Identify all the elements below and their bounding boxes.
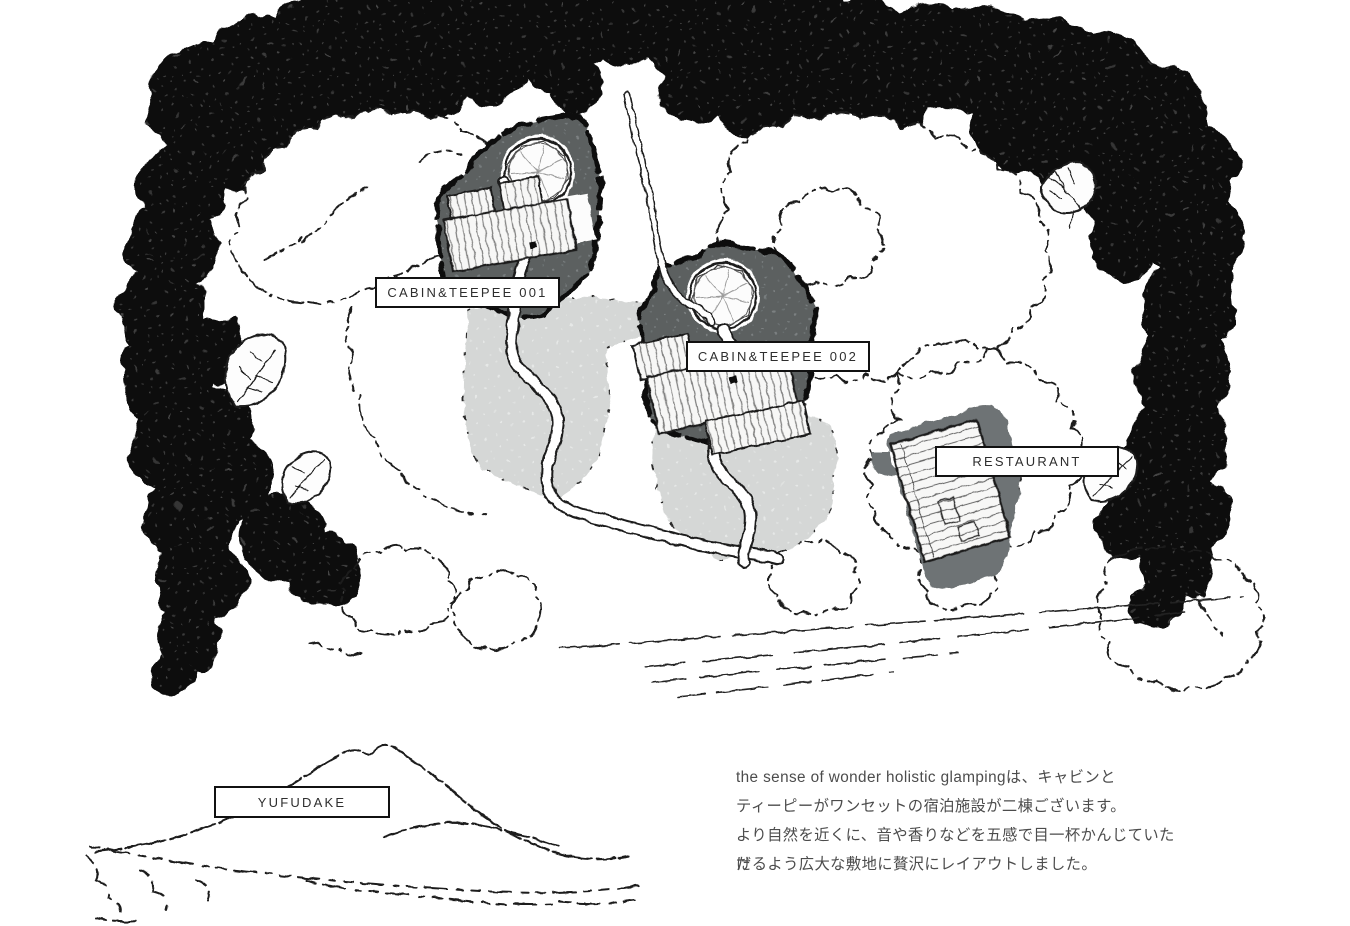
label-yufudake: YUFUDAKE [214, 786, 390, 818]
lawn-002 [651, 404, 839, 559]
leaf-icon [1040, 161, 1097, 229]
description-line: けるよう広大な敷地に贅沢にレイアウトしました。 [736, 856, 1098, 873]
leaf-icon [280, 450, 332, 504]
restaurant-area [871, 406, 1020, 590]
description-line: the sense of wonder holistic glampingは、キ… [736, 769, 1116, 786]
label-cabin-teepee-002: CABIN&TEEPEE 002 [686, 341, 870, 372]
forest-border [118, 0, 1244, 696]
road-lines [559, 596, 1244, 698]
leaf-icon [224, 333, 287, 408]
description-line: ティーピーがワンセットの宿泊施設が二棟ございます。 [736, 798, 1126, 815]
description-text: the sense of wonder holistic glampingは、キ… [736, 763, 1176, 879]
mountain-ridge-2 [382, 821, 560, 848]
teepee-002-icon [686, 259, 760, 333]
label-cabin-teepee-001: CABIN&TEEPEE 001 [375, 277, 560, 308]
label-restaurant: RESTAURANT [935, 446, 1119, 477]
mountain-sketch [85, 744, 639, 923]
mountain-foreground [85, 845, 639, 923]
cabin-001-building [442, 175, 578, 273]
description-line: より自然を近くに、音や香りなどを五感で目一杯かんじていただ [736, 827, 1175, 873]
